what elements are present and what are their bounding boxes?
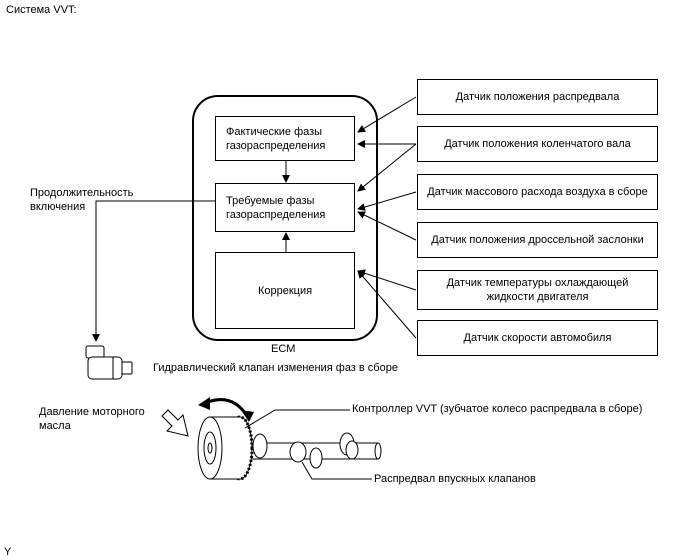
actual-phases-box: Фактические фазы газораспределения	[215, 116, 355, 161]
controller-label: Контроллер VVT (зубчатое колесо распредв…	[352, 403, 643, 415]
arrow-speed-sensor	[357, 270, 417, 339]
duty-label: Продолжительность включения	[30, 187, 134, 213]
arrow-maf-sensor	[357, 191, 417, 211]
arrow-throttle-sensor	[357, 211, 417, 241]
oil-control-valve-icon	[85, 345, 133, 380]
ecm-label: ECM	[271, 343, 296, 355]
page-title: Система VVT:	[6, 4, 77, 16]
camshaft-icon	[247, 432, 382, 469]
rotation-arrow-icon	[204, 398, 249, 417]
arrow-duty-output	[92, 200, 215, 342]
camshaft-label: Распредвал впускных клапанов	[374, 473, 536, 485]
leader-camshaft	[301, 461, 372, 480]
arrow-camshaft-sensor	[357, 96, 417, 133]
correction-box: Коррекция	[215, 252, 355, 329]
vvt-controller-icon	[197, 415, 254, 481]
sensor-camshaft-position: Датчик положения распредвала	[417, 79, 658, 115]
sensor-crankshaft-position: Датчик положения коленчатого вала	[417, 126, 658, 162]
arrow-coolant-sensor	[357, 269, 417, 291]
ocv-label: Гидравлический клапан изменения фаз в сб…	[153, 362, 398, 374]
footer-mark: Y	[4, 546, 12, 558]
oil-pressure-label: Давление моторного масла	[39, 406, 145, 432]
sensor-throttle-position: Датчик положения дроссельной заслонки	[417, 222, 658, 258]
arrow-crank-to-target	[357, 143, 417, 192]
ecm-unit	[192, 95, 378, 341]
leader-controller	[244, 409, 350, 429]
oil-pressure-arrow-icon	[161, 409, 189, 437]
target-phases-box: Требуемые фазы газораспределения	[215, 183, 355, 232]
sensor-coolant-temperature: Датчик температуры охлаждающей жидкости …	[417, 270, 658, 310]
sensor-vehicle-speed: Датчик скорости автомобиля	[417, 320, 658, 356]
sensor-mass-air-flow: Датчик массового расхода воздуха в сборе	[417, 174, 658, 210]
